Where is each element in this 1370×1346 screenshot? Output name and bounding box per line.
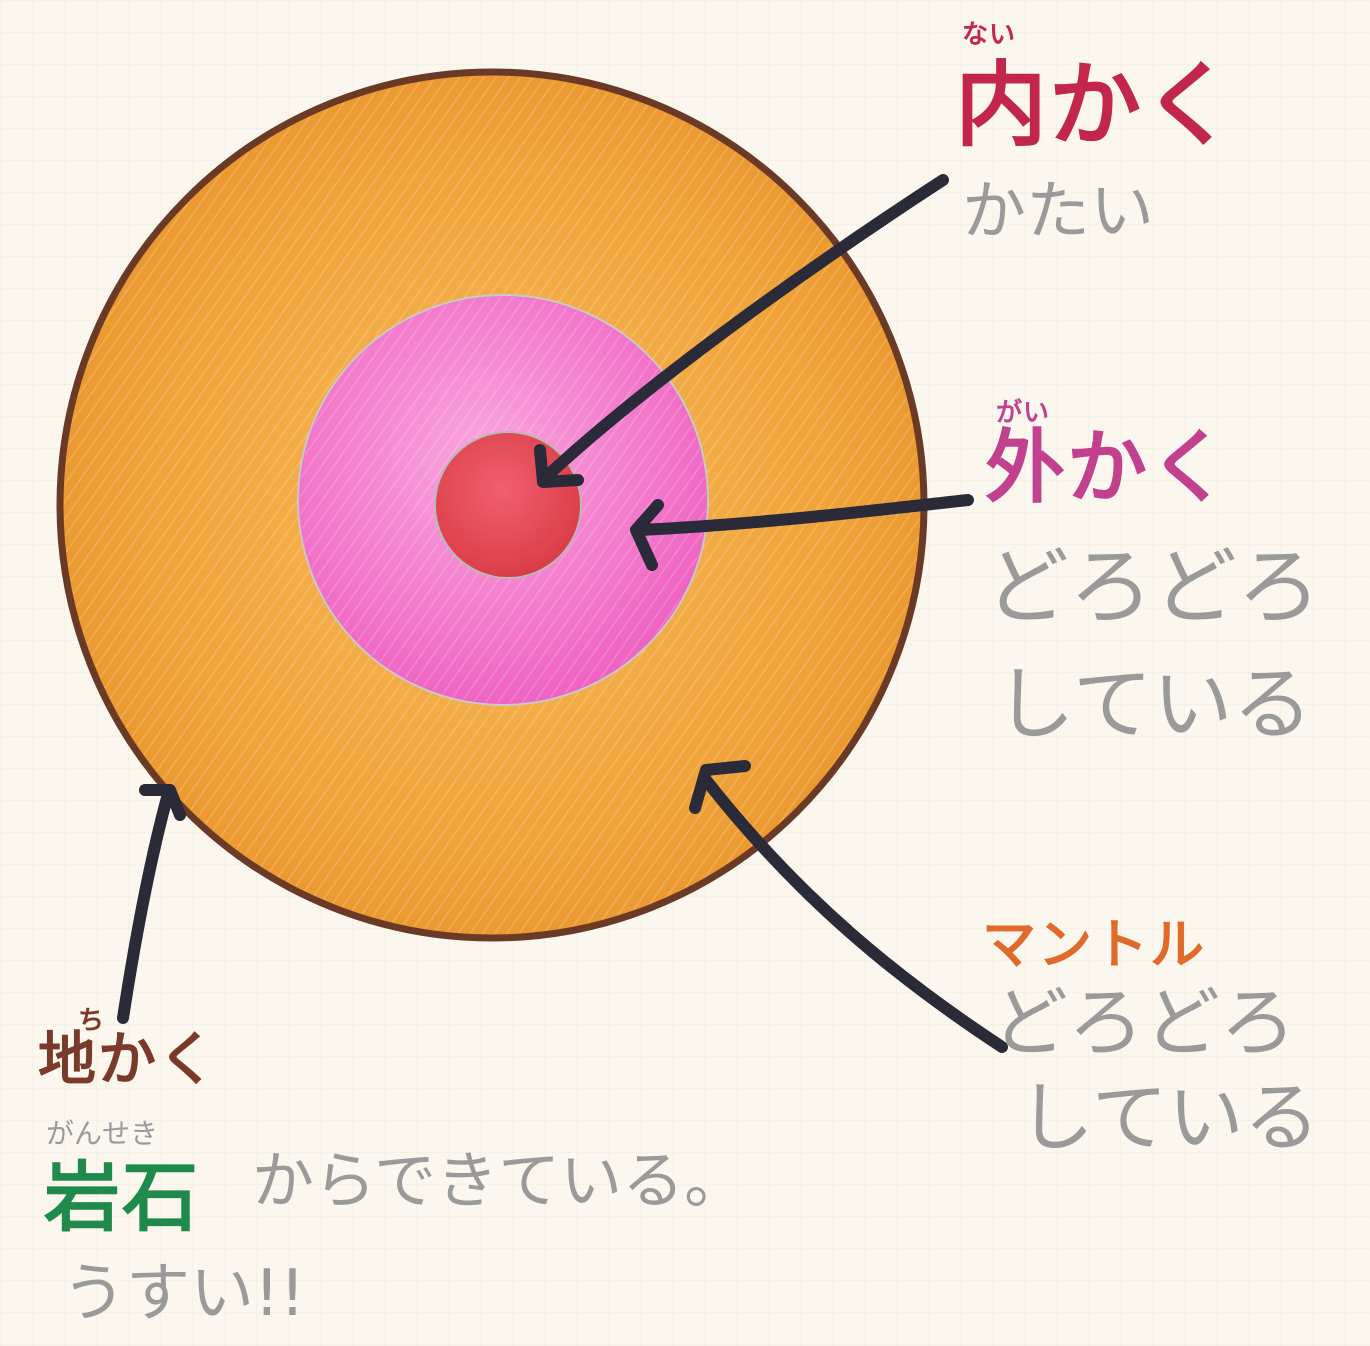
outer-core-description-line2: している [995, 658, 1313, 751]
crust-note: うすい!! [62, 1257, 306, 1331]
inner-core-description: かたい [962, 175, 1154, 249]
outer-core-ruby: がい [996, 398, 1051, 428]
crust-rock-suffix: からできている。 [252, 1144, 747, 1217]
outer-core-description-line1: どろどろ [985, 538, 1322, 636]
mantle-description-line2: している [1018, 1073, 1320, 1162]
inner-core-arrowhead [534, 444, 584, 488]
mantle-title: マントル [982, 913, 1206, 976]
mantle-arrowhead [689, 760, 751, 814]
inner-core-arrow [539, 174, 949, 484]
crust-rock: 岩石 [44, 1153, 200, 1242]
inner-core [434, 431, 582, 579]
crust-arrowhead [139, 784, 186, 821]
outer-core-title: 外かく [985, 421, 1231, 514]
mantle-arrow [700, 774, 1008, 1053]
crust-rock-ruby: がんせき [46, 1117, 159, 1150]
inner-core-title: 内かく [955, 52, 1238, 159]
outer-core-arrowhead [630, 499, 664, 571]
crust-arrow [117, 788, 174, 1024]
inner-core-ruby: ない [962, 20, 1017, 50]
crust-title: 地かく [38, 1025, 219, 1093]
outer-core-arrow [634, 494, 974, 536]
crust-ruby: ち [78, 1006, 106, 1036]
mantle-description-line1: どろどろ [992, 978, 1296, 1067]
